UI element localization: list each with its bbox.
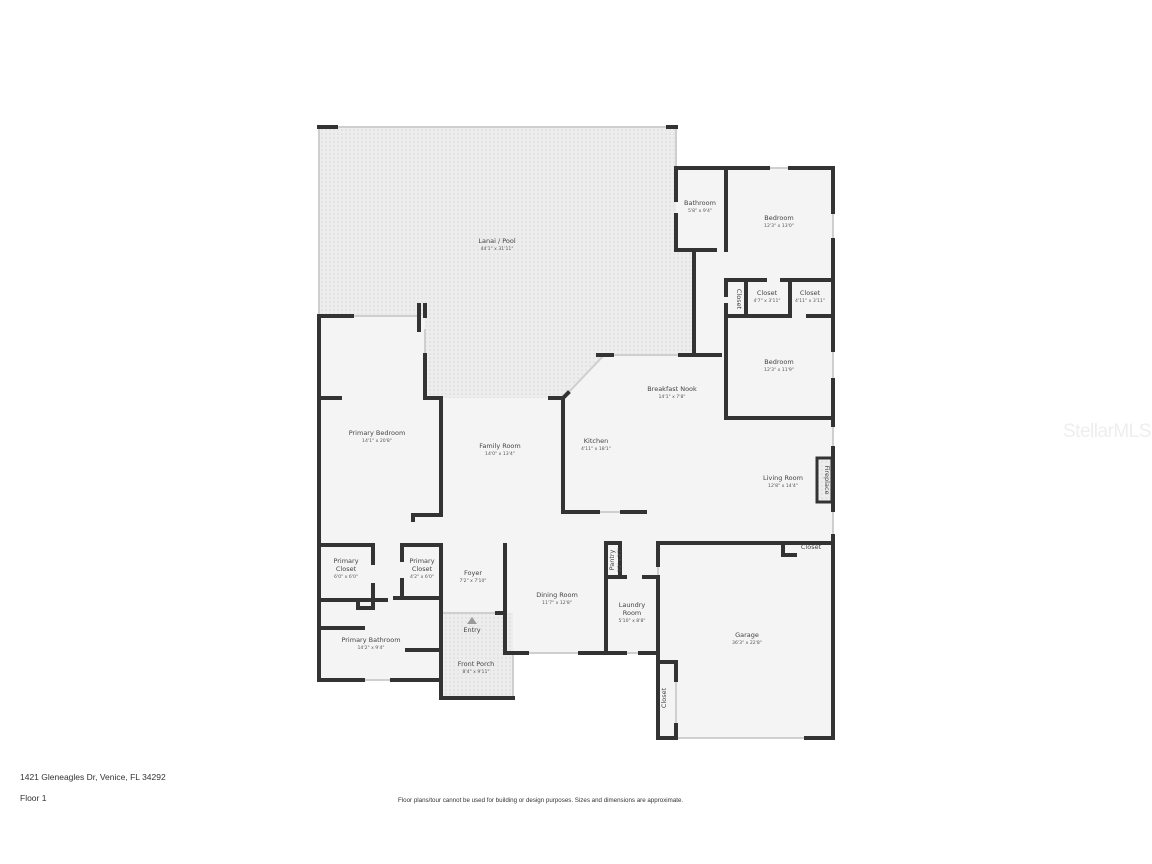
room-label: Fireplace: [823, 465, 831, 494]
room-name: Lanai / Pool: [478, 237, 515, 245]
room-dimensions: 12'8" x 14'4": [768, 483, 798, 489]
walls: [317, 125, 835, 740]
room-name: Closet: [735, 289, 743, 310]
room-dimensions: 36'3" x 22'8": [732, 640, 762, 646]
room-dimensions: 5'10" x 8'8": [618, 618, 645, 624]
room-name: Bathroom: [684, 199, 716, 207]
room-name: Bedroom: [764, 358, 793, 366]
window: [566, 353, 606, 395]
room-dimensions: 7'2" x 7'10": [459, 578, 486, 584]
room-name: Closet: [801, 543, 822, 551]
room-name: Entry: [463, 626, 480, 634]
room-dimensions: 14'2" x 9'4": [357, 645, 384, 651]
room-name: Closet: [336, 565, 357, 573]
entry-arrow-icon: [467, 617, 477, 624]
room-name: Closet: [800, 289, 821, 297]
room-dimensions: 4'7" x 3'11": [753, 298, 780, 304]
room-dimensions: 5'8" x 9'4": [688, 208, 712, 214]
room-name: Closet: [660, 687, 668, 708]
room-name: Garage: [735, 631, 759, 639]
property-address: 1421 Gleneagles Dr, Venice, FL 34292: [20, 772, 166, 782]
room-dimensions: 2'2" x 3'7": [617, 548, 623, 572]
room-name: Breakfast Nook: [647, 385, 697, 393]
room-dimensions: 4'11" x 3'11": [795, 298, 825, 304]
room-name: Front Porch: [458, 660, 494, 668]
room-name: Primary: [333, 557, 358, 565]
room-name: Foyer: [464, 569, 482, 577]
room-name: Dining Room: [536, 591, 578, 599]
room-dimensions: 11'7" x 12'8": [542, 600, 572, 606]
room-name: Fireplace: [823, 465, 831, 494]
stellarmls-watermark: StellarMLS: [1063, 421, 1151, 442]
room-name: Pantry: [608, 549, 616, 570]
room-dimensions: 14'0" x 13'4": [485, 451, 515, 457]
room-dimensions: 14'1" x 7'8": [658, 394, 685, 400]
room-name: Kitchen: [584, 437, 608, 445]
room-label: Closet: [735, 289, 743, 310]
room-dimensions: 12'3" x 11'9": [764, 367, 794, 373]
room-dimensions: 44'1" x 31'11": [481, 246, 514, 252]
room-name: Living Room: [763, 474, 803, 482]
lanai-pool-area: [319, 127, 694, 398]
front-porch-area: [441, 613, 513, 698]
room-name: Laundry: [619, 601, 646, 609]
room-dimensions: 4'2" x 6'0": [410, 574, 434, 580]
room-label: Closet: [801, 543, 822, 551]
room-label: Entry: [463, 626, 480, 634]
room-name: Primary Bedroom: [349, 429, 406, 437]
room-name: Closet: [412, 565, 433, 573]
room-name: Primary Bathroom: [341, 636, 400, 644]
room-name: Room: [623, 609, 642, 617]
wall: [560, 390, 571, 401]
room-name: Family Room: [479, 442, 521, 450]
floor-label: Floor 1: [20, 793, 47, 803]
room-dimensions: 4'11" x 18'1": [581, 446, 611, 452]
disclaimer: Floor plans/tour cannot be used for buil…: [398, 797, 684, 804]
house-floor: [319, 168, 833, 738]
room-name: Bedroom: [764, 214, 793, 222]
windows: [318, 126, 834, 739]
room-dimensions: 14'1" x 20'8": [362, 438, 392, 444]
room-name: Closet: [757, 289, 778, 297]
room-label: Closet: [660, 687, 668, 708]
room-dimensions: 12'3" x 13'0": [764, 223, 794, 229]
room-dimensions: 8'4" x 9'11": [462, 669, 489, 675]
room-name: Primary: [409, 557, 434, 565]
room-dimensions: 6'0" x 6'0": [334, 574, 358, 580]
